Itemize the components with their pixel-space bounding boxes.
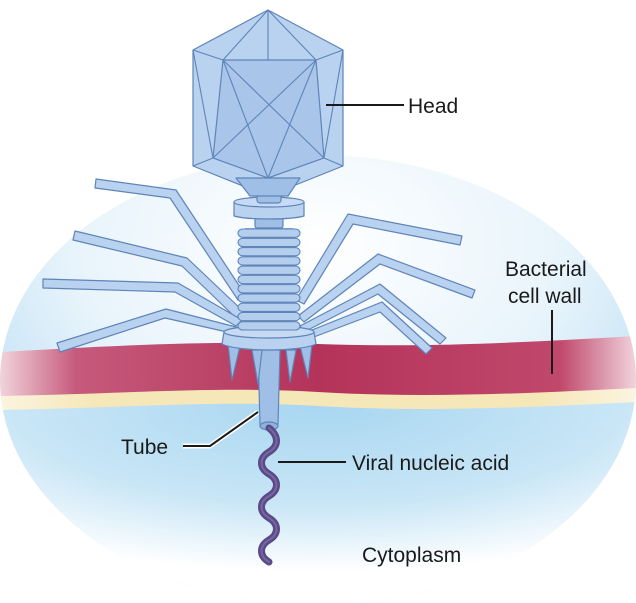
capsid-base xyxy=(235,177,301,197)
label-tube: Tube xyxy=(121,436,168,459)
plasma-membrane xyxy=(0,386,636,410)
label-cell-wall-line1: Bacterial xyxy=(505,258,587,281)
label-viral-nucleic-acid: Viral nucleic acid xyxy=(352,452,509,475)
sheath-ring xyxy=(237,228,301,238)
label-cell-wall-line2: cell wall xyxy=(508,285,582,308)
label-head: Head xyxy=(408,95,458,118)
sheath-ring xyxy=(237,302,301,313)
tail-fiber xyxy=(297,253,476,323)
tube-leader xyxy=(183,411,259,447)
tail-sheath xyxy=(237,228,301,331)
tube xyxy=(257,349,281,431)
labels: Head Bacterial cell wall Tube Viral nucl… xyxy=(121,95,587,567)
capsid-front-face xyxy=(212,59,325,179)
sheath-ring xyxy=(237,256,301,266)
cytoplasm-region xyxy=(0,394,636,603)
label-cytoplasm: Cytoplasm xyxy=(362,544,461,567)
sheath-ring xyxy=(237,246,301,257)
tail-fiber xyxy=(295,213,463,305)
baseplate xyxy=(221,325,317,385)
sheath-ring xyxy=(237,237,301,248)
tube-shaft xyxy=(257,349,281,431)
nucleic-acid-highlight xyxy=(260,427,278,563)
sheath-ring xyxy=(237,311,301,322)
cell-wall xyxy=(0,336,636,396)
bacterial-cell xyxy=(0,155,636,603)
collar xyxy=(233,187,305,229)
sheath-ring xyxy=(237,265,301,275)
sheath-ring xyxy=(237,321,301,331)
sheath-ring xyxy=(237,284,301,294)
baseplate-spike xyxy=(285,349,297,383)
sheath-ring xyxy=(237,274,301,285)
sheath-ring xyxy=(237,293,301,303)
tail-fibers xyxy=(42,178,476,355)
capsid-head xyxy=(192,9,344,197)
